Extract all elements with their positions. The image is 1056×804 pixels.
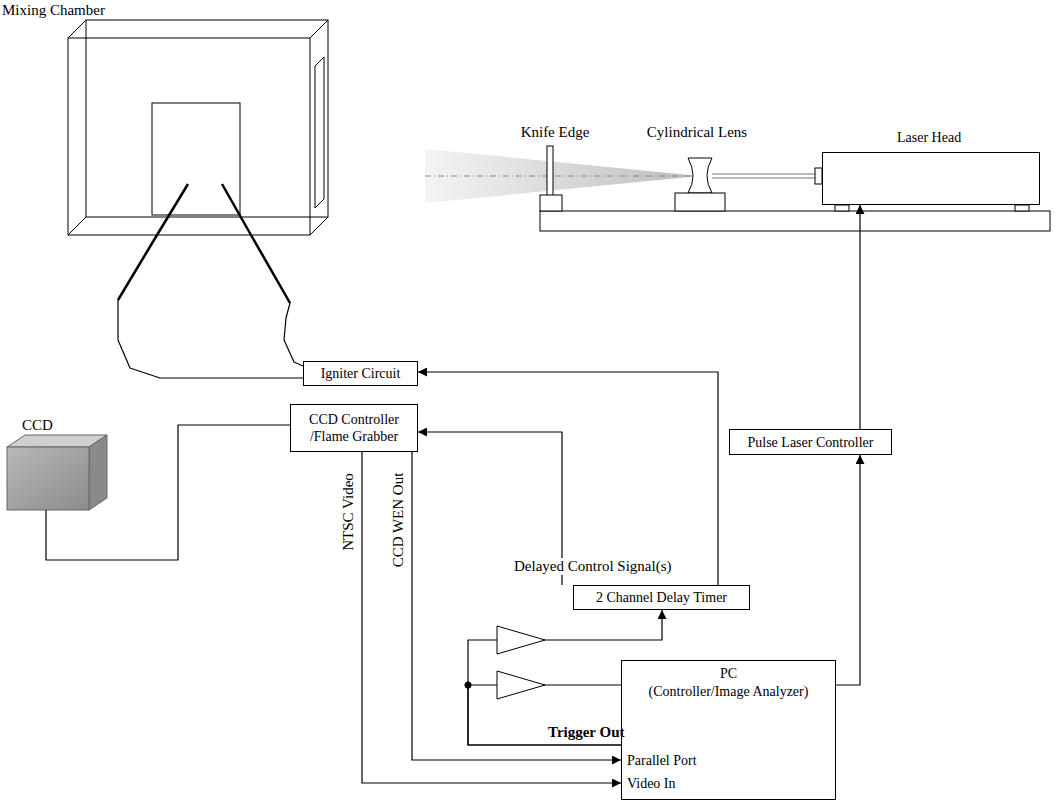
ccd-camera: CCD: [7, 447, 89, 510]
laser-head: Laser Head: [822, 152, 1040, 205]
delay-timer-box: 2 Channel Delay Timer: [573, 585, 750, 610]
signal-label: Trigger Out: [548, 724, 625, 741]
node-text: (Controller/Image Analyzer): [622, 683, 835, 700]
igniter-box: Igniter Circuit: [303, 361, 418, 386]
node-text: Mixing Chamber: [2, 2, 105, 19]
node-text: CCD Controller /Flame Grabber: [296, 411, 412, 445]
node-text: Parallel Port: [627, 752, 697, 769]
ccd-camera-drawing: [7, 435, 107, 510]
signal-wire: [118, 235, 303, 378]
mixing-chamber-drawing: [68, 20, 328, 303]
part-label: Knife Edge: [521, 124, 590, 141]
signal-wire: [859, 205, 860, 429]
signal-label: NTSC Video: [340, 473, 357, 551]
signal-wire: [251, 235, 303, 366]
part-label: Cylindrical Lens: [647, 124, 747, 141]
node-text: CCD: [22, 417, 53, 434]
signal-wire: [46, 425, 290, 560]
node-text: PC: [622, 665, 835, 682]
node-text: 2 Channel Delay Timer: [579, 589, 744, 606]
laser-controller-box: Pulse Laser Controller: [729, 429, 892, 455]
signal-label: Delayed Control Signal(s): [512, 558, 673, 575]
ccd-controller-box: CCD Controller /Flame Grabber: [290, 404, 418, 452]
node-text: Igniter Circuit: [309, 365, 412, 382]
pc-box: PC(Controller/Image Analyzer) Parallel Po…: [621, 660, 836, 800]
node-text: Pulse Laser Controller: [735, 434, 886, 451]
buffer-symbol: [497, 671, 545, 699]
node-text: Video In: [627, 775, 676, 792]
optical-bench: [425, 146, 1050, 231]
mixing-chamber: Mixing Chamber: [68, 20, 328, 235]
buffer-symbol: [497, 626, 545, 654]
junction-dot: [465, 682, 472, 689]
signal-wire: [418, 372, 718, 585]
node-text: Laser Head: [897, 129, 961, 146]
signal-label: CCD WEN Out: [390, 473, 407, 568]
